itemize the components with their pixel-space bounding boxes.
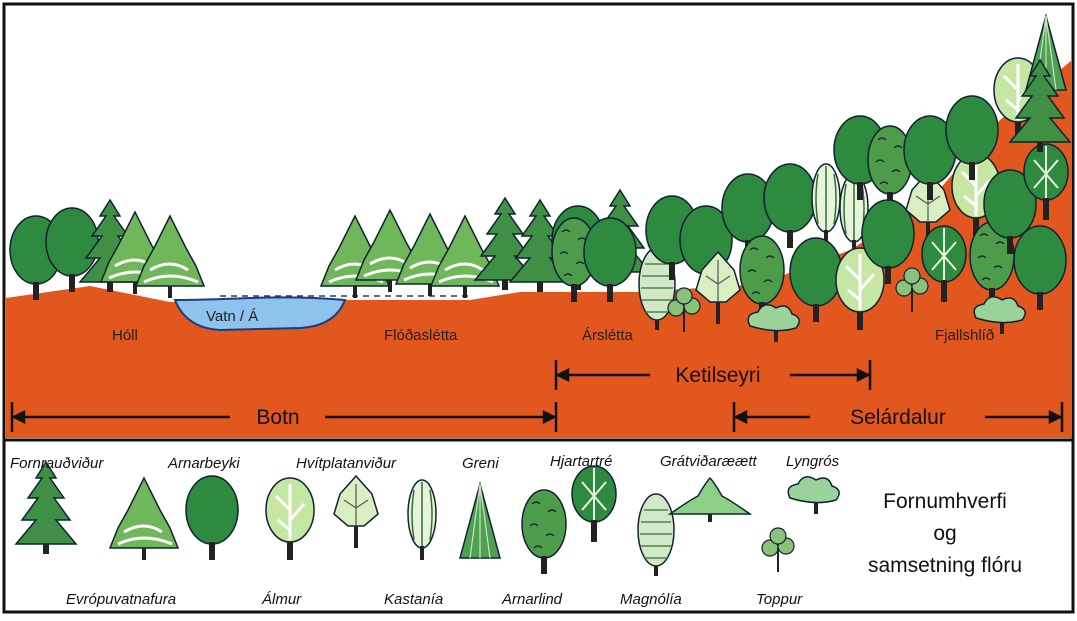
legend-label-evropuvatnafura: Evrópuvatnafura	[66, 591, 176, 608]
place-label-fjallshlid: Fjallshlíð	[935, 327, 994, 344]
legend-label-hvitplatanvidur: Hvítplatanviður	[296, 455, 397, 472]
place-label-flodasletta: Flóðaslétta	[384, 327, 458, 344]
legend-label-gratvidaraett: Grátviðaræætt	[660, 453, 758, 470]
legend-label-greni: Greni	[462, 455, 499, 472]
water-label: Vatn / Á	[206, 308, 258, 325]
legend-title-line-2: og	[933, 522, 956, 545]
place-label-holl: Hóll	[112, 327, 138, 344]
legend-label-fornraudvidur: Fornrauðviður	[10, 455, 104, 472]
soil-ground	[6, 60, 1072, 438]
legend-title-line-1: Fornumhverfi	[883, 490, 1007, 513]
range-label-botn: Botn	[256, 406, 299, 429]
legend-label-arnarbeyki: Arnarbeyki	[167, 455, 240, 472]
legend-label-lyngros: Lyngrós	[786, 453, 840, 470]
legend-label-arnarlind: Arnarlind	[501, 591, 563, 608]
legend-label-hjartartre: Hjartartré	[550, 453, 613, 470]
legend-label-magnolia: Magnólía	[620, 591, 682, 608]
legend-label-kastania: Kastanía	[384, 591, 443, 608]
range-bar-ketilseyri	[554, 360, 872, 390]
legend-title-line-3: samsetning flóru	[868, 554, 1022, 577]
range-label-ketilseyri: Ketilseyri	[675, 364, 760, 387]
water-body	[173, 296, 347, 332]
range-bar-selardalur	[732, 402, 1064, 432]
range-label-selardalur: Selárdalur	[850, 406, 946, 429]
place-label-arsletta: Árslétta	[582, 327, 634, 344]
legend-label-almur: Álmur	[261, 591, 302, 608]
range-bar-botn	[10, 402, 558, 432]
legend-label-toppur: Toppur	[756, 591, 803, 608]
